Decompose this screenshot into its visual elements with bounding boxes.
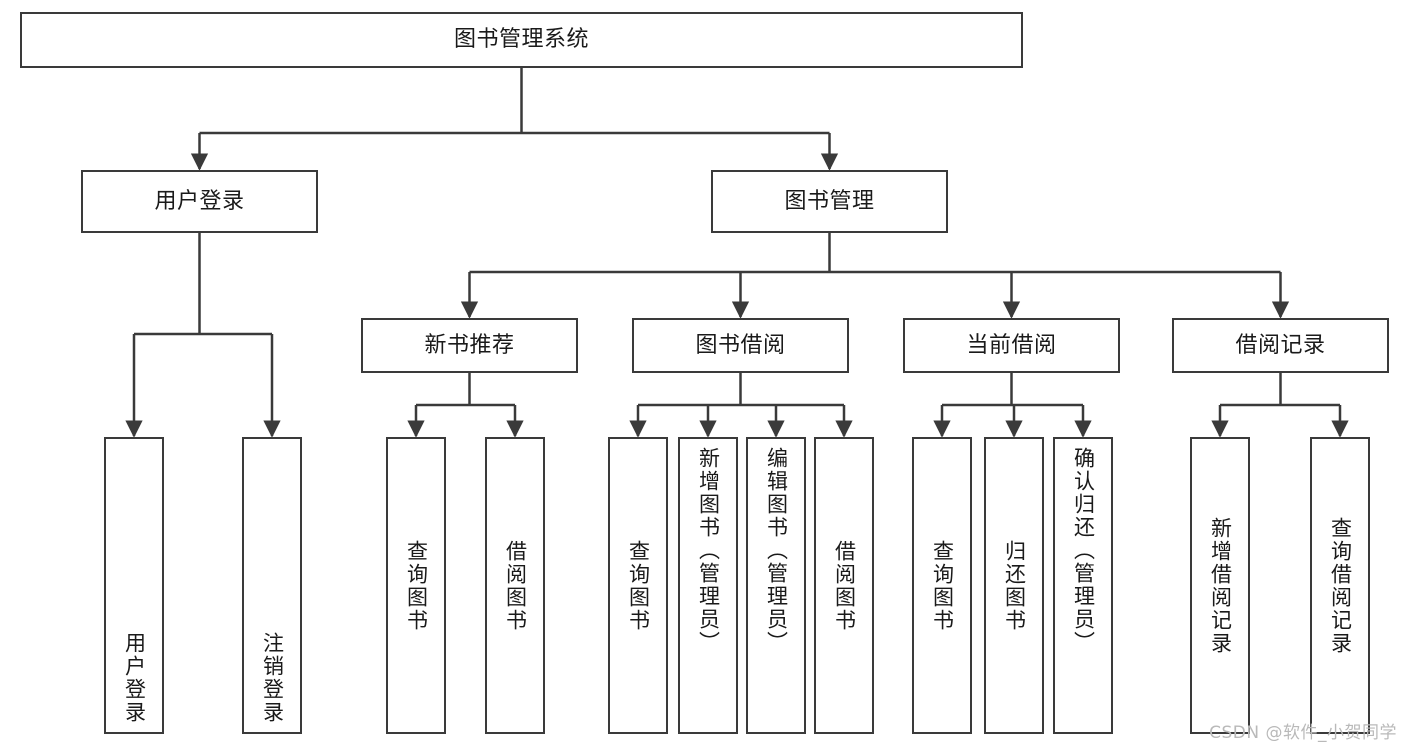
node-l2a[interactable]: 新书推荐 [361, 318, 578, 373]
node-label: 借阅图书 [832, 539, 857, 632]
node-label: 借阅图书 [503, 539, 528, 632]
node-leaf5[interactable]: 查询图书 [608, 437, 668, 734]
node-leaf1[interactable]: 用户登录 [104, 437, 164, 734]
node-label: 查询借阅记录 [1328, 516, 1353, 655]
node-leaf13[interactable]: 查询借阅记录 [1310, 437, 1370, 734]
node-label: 注销登录 [260, 632, 285, 724]
node-label: 用户登录 [122, 632, 147, 724]
node-l2b[interactable]: 图书借阅 [632, 318, 849, 373]
node-label: 查询图书 [930, 539, 955, 632]
node-leaf10[interactable]: 归还图书 [984, 437, 1044, 734]
node-label: 图书管理 [784, 188, 875, 214]
node-leaf6[interactable]: 新增图书（管理员） [678, 437, 738, 734]
node-label: 当前借阅 [966, 332, 1057, 358]
node-label: 确认归还（管理员） [1071, 447, 1096, 654]
node-l2d[interactable]: 借阅记录 [1172, 318, 1389, 373]
node-l2c[interactable]: 当前借阅 [903, 318, 1120, 373]
node-label: 编辑图书（管理员） [764, 447, 789, 654]
node-leaf3[interactable]: 查询图书 [386, 437, 446, 734]
node-l1b[interactable]: 图书管理 [711, 170, 948, 233]
node-leaf9[interactable]: 查询图书 [912, 437, 972, 734]
node-root[interactable]: 图书管理系统 [20, 12, 1023, 68]
node-label: 借阅记录 [1235, 332, 1326, 358]
node-label: 查询图书 [626, 539, 651, 632]
node-leaf4[interactable]: 借阅图书 [485, 437, 545, 734]
node-label: 查询图书 [404, 539, 429, 632]
node-label: 归还图书 [1002, 539, 1027, 632]
node-label: 新增借阅记录 [1208, 516, 1233, 655]
node-leaf8[interactable]: 借阅图书 [814, 437, 874, 734]
node-leaf12[interactable]: 新增借阅记录 [1190, 437, 1250, 734]
edge-paths [125, 68, 1349, 438]
node-l1a[interactable]: 用户登录 [81, 170, 318, 233]
node-leaf7[interactable]: 编辑图书（管理员） [746, 437, 806, 734]
node-label: 用户登录 [154, 188, 245, 214]
node-leaf2[interactable]: 注销登录 [242, 437, 302, 734]
node-label: 新增图书（管理员） [696, 447, 721, 654]
node-label: 图书管理系统 [453, 27, 589, 53]
node-label: 新书推荐 [424, 332, 515, 358]
node-leaf11[interactable]: 确认归还（管理员） [1053, 437, 1113, 734]
node-label: 图书借阅 [695, 332, 786, 358]
watermark-text: CSDN @软件_小贺同学 [1209, 723, 1397, 743]
